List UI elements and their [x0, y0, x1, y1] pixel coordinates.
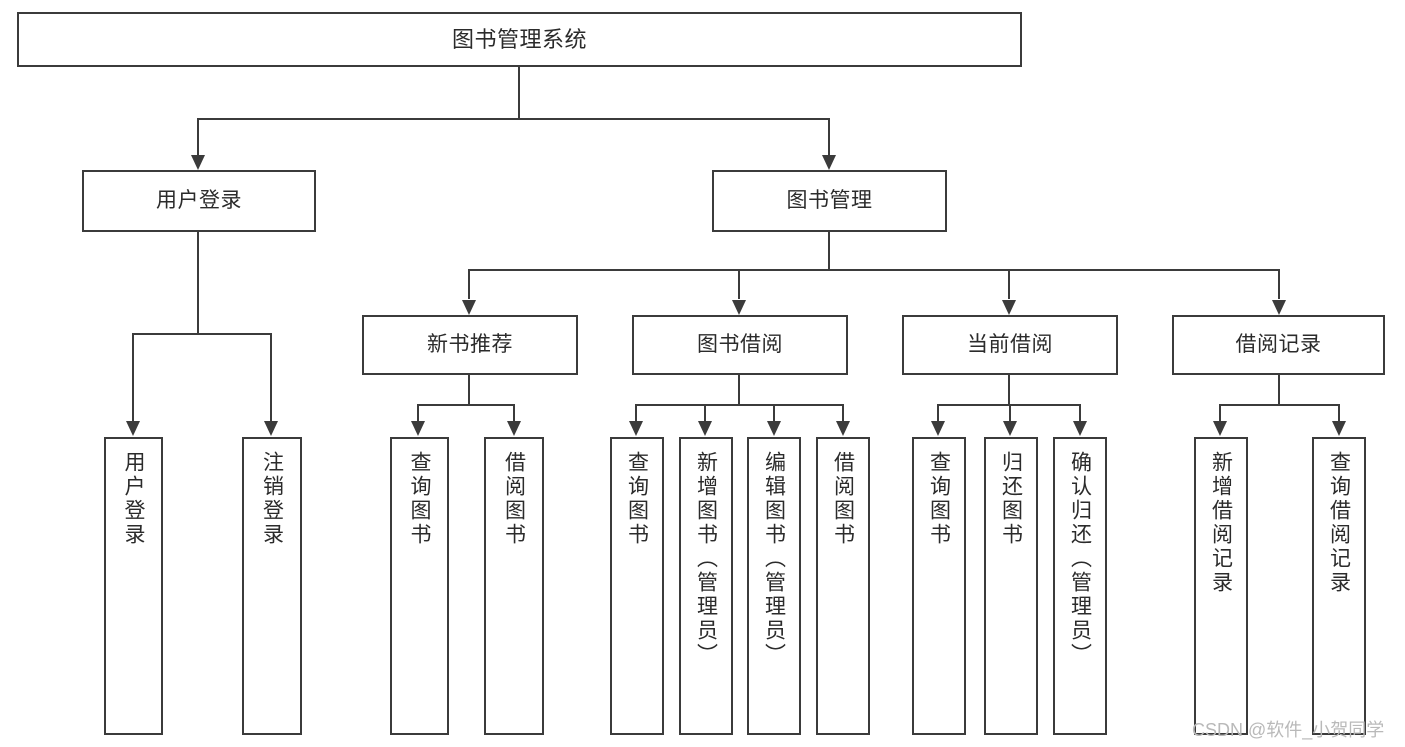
arrow-to-leaf-bb-query	[629, 421, 643, 436]
bookborrow-drop-2	[704, 404, 706, 422]
node-root[interactable]: 图书管理系统	[17, 12, 1022, 67]
node-label-leaf-br-add: 新增借阅记录	[1209, 451, 1233, 595]
node-book-mgmt[interactable]: 图书管理	[712, 170, 947, 232]
userlogin-stem	[197, 232, 199, 334]
node-leaf-br-query[interactable]: 查询借阅记录	[1312, 437, 1366, 735]
node-leaf-bb-query[interactable]: 查询图书	[610, 437, 664, 735]
newbook-drop-1	[417, 404, 419, 422]
arrow-to-user-login	[191, 155, 205, 170]
node-user-login[interactable]: 用户登录	[82, 170, 316, 232]
bookmgmt-drop-1	[468, 269, 470, 299]
bookborrow-drop-3	[773, 404, 775, 422]
arrow-to-leaf-cb-query	[931, 421, 945, 436]
node-book-borrow[interactable]: 图书借阅	[632, 315, 848, 375]
root-drop-2	[828, 118, 830, 155]
node-leaf-cb-confirm[interactable]: 确认归还（管理员）	[1053, 437, 1107, 735]
arrow-to-leaf-bb-borrow	[836, 421, 850, 436]
userlogin-bus	[133, 333, 271, 335]
node-new-book-rec[interactable]: 新书推荐	[362, 315, 578, 375]
node-leaf-rec-borrow[interactable]: 借阅图书	[484, 437, 544, 735]
arrow-to-book-mgmt	[822, 155, 836, 170]
node-leaf-br-add[interactable]: 新增借阅记录	[1194, 437, 1248, 735]
borrowrecord-stem	[1278, 375, 1280, 405]
arrow-to-leaf-cb-return	[1003, 421, 1017, 436]
node-label-leaf-cb-confirm: 确认归还（管理员）	[1068, 451, 1092, 667]
arrow-to-leaf-br-query	[1332, 421, 1346, 436]
node-label-user-login: 用户登录	[156, 188, 242, 212]
arrow-to-current-borrow	[1002, 300, 1016, 315]
node-leaf-bb-borrow[interactable]: 借阅图书	[816, 437, 870, 735]
node-label-root: 图书管理系统	[451, 26, 587, 52]
bookmgmt-stem	[828, 232, 830, 270]
arrow-to-book-borrow	[732, 300, 746, 315]
node-label-leaf-rec-query: 查询图书	[408, 451, 431, 547]
arrow-to-leaf-br-add	[1213, 421, 1227, 436]
arrow-to-new-book-rec	[462, 300, 476, 315]
node-leaf-bb-add[interactable]: 新增图书（管理员）	[679, 437, 733, 735]
arrow-to-leaf-rec-borrow	[507, 421, 521, 436]
newbook-bus	[418, 404, 514, 406]
root-stem	[518, 67, 520, 119]
bookborrow-drop-4	[842, 404, 844, 422]
currentborrow-drop-1	[937, 404, 939, 422]
bookmgmt-drop-4	[1278, 269, 1280, 299]
node-label-leaf-br-query: 查询借阅记录	[1327, 451, 1351, 595]
node-leaf-cb-query[interactable]: 查询图书	[912, 437, 966, 735]
node-leaf-cb-return[interactable]: 归还图书	[984, 437, 1038, 735]
arrow-to-leaf-cb-confirm	[1073, 421, 1087, 436]
bookborrow-stem	[738, 375, 740, 405]
node-label-leaf-user-login: 用户登录	[122, 451, 145, 547]
node-label-leaf-cb-return: 归还图书	[999, 451, 1023, 547]
node-current-borrow[interactable]: 当前借阅	[902, 315, 1118, 375]
node-label-book-borrow: 图书借阅	[697, 332, 783, 356]
arrow-to-leaf-rec-query	[411, 421, 425, 436]
node-label-current-borrow: 当前借阅	[967, 332, 1053, 356]
root-bus	[198, 118, 830, 120]
node-label-book-mgmt: 图书管理	[786, 188, 873, 212]
node-label-new-book-rec: 新书推荐	[427, 332, 513, 356]
currentborrow-drop-3	[1079, 404, 1081, 422]
bookmgmt-drop-3	[1008, 269, 1010, 299]
node-leaf-user-login[interactable]: 用户登录	[104, 437, 163, 735]
arrow-to-leaf-bb-add	[698, 421, 712, 436]
bookborrow-drop-1	[635, 404, 637, 422]
borrowrecord-drop-2	[1338, 404, 1340, 422]
bookmgmt-bus	[469, 269, 1279, 271]
userlogin-drop-1	[132, 333, 134, 421]
currentborrow-drop-2	[1009, 404, 1011, 422]
arrow-to-leaf-logout	[264, 421, 278, 436]
arrow-to-leaf-bb-edit	[767, 421, 781, 436]
node-label-leaf-bb-query: 查询图书	[625, 451, 649, 547]
node-leaf-logout[interactable]: 注销登录	[242, 437, 302, 735]
node-label-leaf-logout: 注销登录	[260, 451, 284, 547]
bookmgmt-drop-2	[738, 269, 740, 299]
node-leaf-rec-query[interactable]: 查询图书	[390, 437, 449, 735]
node-borrow-record[interactable]: 借阅记录	[1172, 315, 1385, 375]
root-drop-1	[197, 118, 199, 155]
node-label-borrow-record: 借阅记录	[1235, 332, 1322, 356]
node-label-leaf-bb-borrow: 借阅图书	[831, 451, 855, 547]
node-label-leaf-bb-edit: 编辑图书（管理员）	[762, 451, 786, 667]
borrowrecord-drop-1	[1219, 404, 1221, 422]
node-label-leaf-rec-borrow: 借阅图书	[502, 451, 526, 547]
arrow-to-borrow-record	[1272, 300, 1286, 315]
node-leaf-bb-edit[interactable]: 编辑图书（管理员）	[747, 437, 801, 735]
node-label-leaf-cb-query: 查询图书	[927, 451, 951, 547]
node-label-leaf-bb-add: 新增图书（管理员）	[694, 451, 718, 667]
newbook-stem	[468, 375, 470, 405]
userlogin-drop-2	[270, 333, 272, 421]
currentborrow-stem	[1008, 375, 1010, 405]
arrow-to-leaf-user-login	[126, 421, 140, 436]
borrowrecord-bus	[1220, 404, 1339, 406]
newbook-drop-2	[513, 404, 515, 422]
bookborrow-bus	[636, 404, 843, 406]
